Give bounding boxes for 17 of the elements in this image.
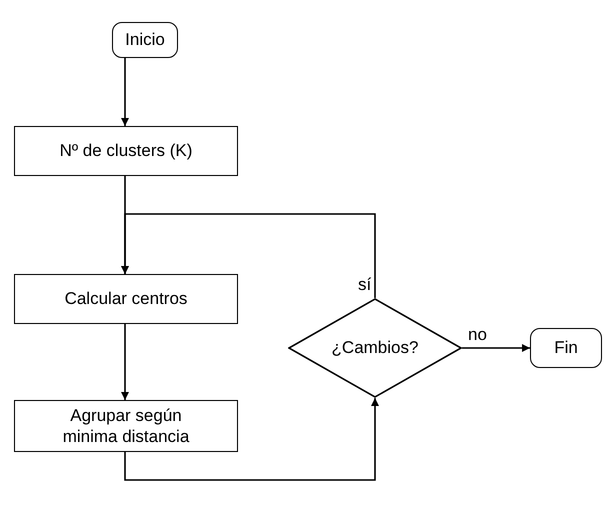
arrow: [121, 324, 129, 400]
node-label: Agrupar según minima distancia: [62, 404, 190, 448]
terminal-box: [530, 328, 602, 368]
edge-label: sí: [356, 276, 374, 293]
process-box: [14, 126, 238, 176]
node-label: Inicio: [125, 29, 165, 51]
node-label: Fin: [554, 337, 578, 359]
node-label: ¿Cambios?: [332, 337, 418, 359]
process-box: [14, 274, 238, 324]
process-box: [14, 400, 238, 452]
terminal-box: [112, 22, 178, 58]
node-label: Calcular centros: [64, 288, 188, 310]
arrow: [462, 344, 530, 352]
arrow: [121, 58, 129, 126]
node-label: Nº de clusters (K): [60, 140, 192, 162]
arrow: [124, 398, 379, 481]
arrow: [121, 213, 376, 298]
